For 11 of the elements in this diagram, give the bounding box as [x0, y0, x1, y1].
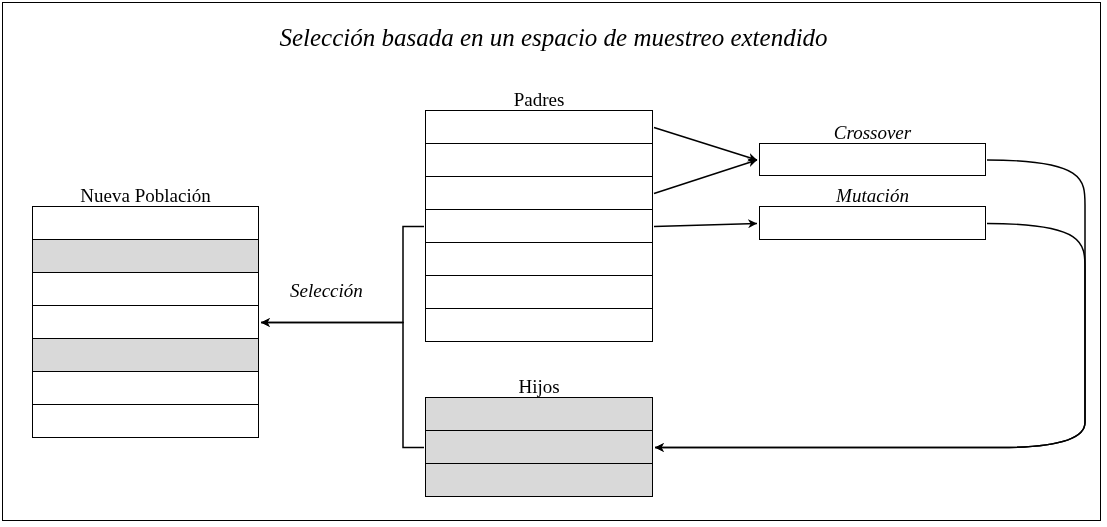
table-heading: Crossover — [832, 122, 913, 144]
table-heading: Mutación — [835, 185, 910, 207]
diagram-title: Selección basada en un espacio de muestreo extendido — [278, 24, 829, 52]
table-heading: Nueva Población — [79, 185, 212, 207]
arrow — [653, 158, 758, 195]
arrow — [654, 222, 1086, 452]
arrow — [260, 318, 425, 449]
table-heading: Hijos — [517, 376, 561, 398]
arrow — [653, 219, 758, 229]
arrow — [653, 126, 758, 162]
table-heading: Padres — [512, 89, 566, 111]
